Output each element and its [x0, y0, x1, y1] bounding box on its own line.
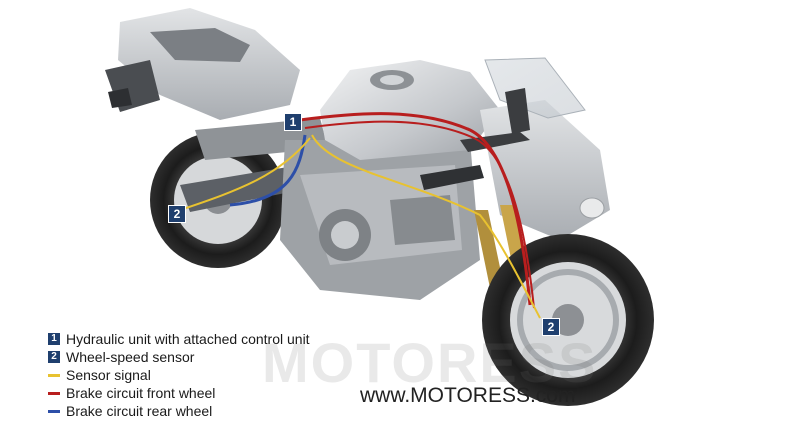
- front-wheel-sensor-callout: 2: [542, 318, 560, 336]
- legend-item-wheel-speed-sensor: 2 Wheel-speed sensor: [48, 348, 310, 366]
- front-wheel: [482, 234, 654, 406]
- hydraulic-unit-callout: 1: [284, 113, 302, 131]
- legend-label: Sensor signal: [66, 367, 151, 383]
- brake-rear-swatch: [48, 409, 60, 413]
- legend: 1 Hydraulic unit with attached control u…: [48, 330, 310, 420]
- legend-item-brake-rear: Brake circuit rear wheel: [48, 402, 310, 420]
- legend-label: Brake circuit rear wheel: [66, 403, 213, 419]
- rear-wheel-sensor-callout: 2: [168, 205, 186, 223]
- brake-front-swatch: [48, 391, 60, 395]
- engine: [280, 140, 480, 300]
- legend-item-sensor-signal: Sensor signal: [48, 366, 310, 384]
- legend-label: Brake circuit front wheel: [66, 385, 216, 401]
- site-url: www.MOTORESS.com: [360, 384, 576, 407]
- watermark: MOTORESS: [262, 331, 598, 394]
- legend-label: Wheel-speed sensor: [66, 349, 195, 365]
- tail-section: [105, 8, 300, 120]
- brake-lines: [179, 112, 541, 319]
- legend-item-brake-front: Brake circuit front wheel: [48, 384, 310, 402]
- sensor-signal-swatch: [48, 373, 60, 377]
- legend-marker: 2: [48, 351, 60, 363]
- legend-item-hydraulic-unit: 1 Hydraulic unit with attached control u…: [48, 330, 310, 348]
- handlebars: [420, 88, 530, 190]
- legend-marker: 1: [48, 333, 60, 345]
- legend-label: Hydraulic unit with attached control uni…: [66, 331, 310, 347]
